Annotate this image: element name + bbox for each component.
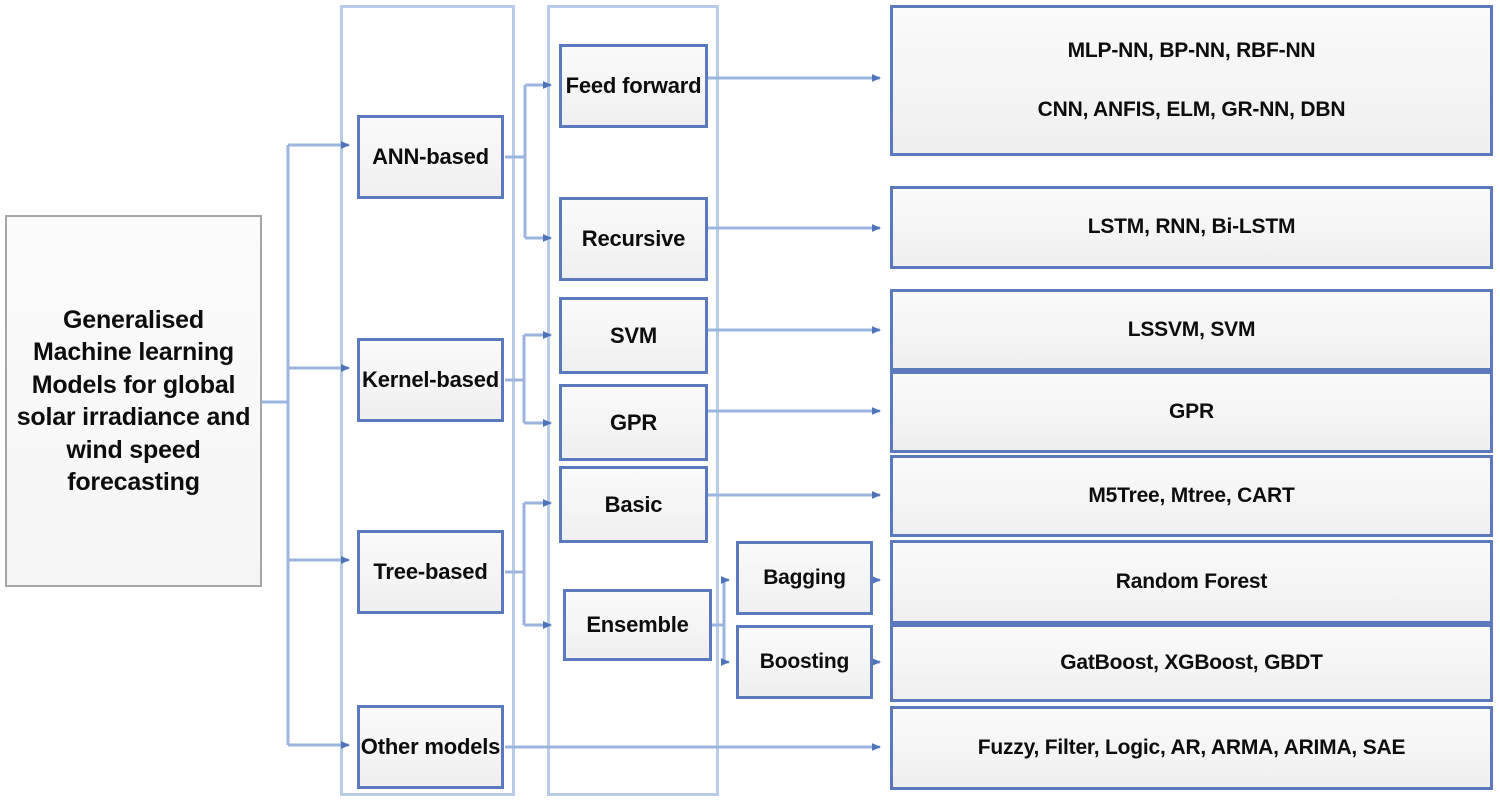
node-bagging-label: Bagging (763, 565, 846, 589)
node-tree-based[interactable]: Tree-based (357, 530, 504, 614)
node-ann-based[interactable]: ANN-based (357, 115, 504, 199)
leaf-basic-tree-models: M5Tree, Mtree, CART (890, 455, 1493, 537)
leaf-gpr-models-line-1: GPR (1169, 399, 1214, 423)
node-ensemble-label: Ensemble (586, 612, 689, 638)
node-recursive[interactable]: Recursive (559, 197, 708, 281)
node-boosting-label: Boosting (759, 649, 850, 673)
node-kernel-based-label: Kernel-based (362, 367, 499, 393)
node-feed-forward-label: Feed forward (565, 73, 702, 99)
leaf-bagging-models-line-1: Random Forest (1115, 569, 1268, 593)
leaf-basic-tree-models-line-1: M5Tree, Mtree, CART (1088, 483, 1295, 507)
node-basic[interactable]: Basic (559, 466, 708, 543)
level2-container (340, 5, 515, 796)
leaf-ann-models-line-1: MLP-NN, BP-NN, RBF-NN (1067, 38, 1316, 62)
leaf-other-models-line-1: Fuzzy, Filter, Logic, AR, ARMA, ARIMA, S… (977, 735, 1406, 759)
leaf-ann-models-line-2: CNN, ANFIS, ELM, GR-NN, DBN (1037, 97, 1346, 121)
node-kernel-based[interactable]: Kernel-based (357, 338, 504, 422)
node-svm-label: SVM (609, 322, 658, 348)
node-gpr-label: GPR (609, 409, 658, 435)
node-gpr[interactable]: GPR (559, 384, 708, 461)
leaf-bagging-models: Random Forest (890, 540, 1493, 624)
leaf-recursive-models: LSTM, RNN, Bi-LSTM (890, 186, 1493, 269)
node-recursive-label: Recursive (581, 226, 686, 252)
leaf-other-models: Fuzzy, Filter, Logic, AR, ARMA, ARIMA, S… (890, 706, 1493, 790)
leaf-boosting-models-line-1: GatBoost, XGBoost, GBDT (1060, 650, 1323, 674)
node-other-models-label: Other models (360, 734, 501, 760)
node-basic-label: Basic (604, 491, 663, 517)
root-node-label: Generalised Machine learning Models for … (16, 305, 251, 497)
node-tree-based-label: Tree-based (373, 559, 488, 585)
node-svm[interactable]: SVM (559, 297, 708, 374)
node-ensemble[interactable]: Ensemble (563, 589, 712, 661)
node-feed-forward[interactable]: Feed forward (559, 44, 708, 128)
root-node: Generalised Machine learning Models for … (5, 215, 262, 587)
node-boosting[interactable]: Boosting (736, 625, 873, 699)
leaf-gpr-models: GPR (890, 371, 1493, 453)
node-bagging[interactable]: Bagging (736, 541, 873, 615)
level3-container (547, 5, 719, 796)
node-ann-based-label: ANN-based (372, 144, 489, 170)
leaf-svm-models: LSSVM, SVM (890, 289, 1493, 371)
leaf-svm-models-line-1: LSSVM, SVM (1127, 317, 1256, 341)
leaf-boosting-models: GatBoost, XGBoost, GBDT (890, 624, 1493, 702)
leaf-recursive-models-line-1: LSTM, RNN, Bi-LSTM (1087, 215, 1296, 239)
node-other-models[interactable]: Other models (357, 705, 504, 789)
leaf-ann-models: MLP-NN, BP-NN, RBF-NN CNN, ANFIS, ELM, G… (890, 5, 1493, 156)
